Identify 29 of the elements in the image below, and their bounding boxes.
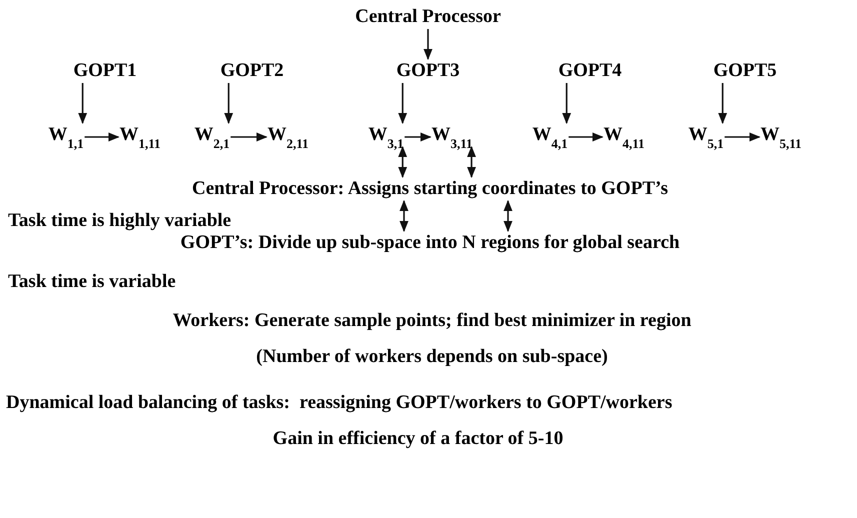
node-text: Central Processor: Assigns starting coordinates to GOPT’s [191,178,669,200]
note-text: Task time is variable [8,271,176,293]
note-text: Dynamical load balancing of tasks: reassigning GOPT/workers to GOPT/workers [6,392,672,414]
note-text: Task time is highly variable [8,210,232,232]
node-text: GOPT3 [395,60,461,82]
arrow [398,83,408,124]
node-text: GOPT4 [557,60,623,82]
arrow [568,132,604,142]
arrow [84,132,120,142]
node-text: GOPT5 [712,60,778,82]
arrow [424,29,432,60]
note-text: (Number of workers depends on sub-space) [256,346,608,368]
arrow [224,83,234,124]
arrow [718,83,728,124]
note-text: Gain in efficiency of a factor of 5-10 [272,428,564,450]
arrow [78,83,88,124]
arrow [400,200,408,232]
arrow [467,146,476,178]
node-text: GOPT2 [219,60,285,82]
arrow [404,132,432,142]
node-text: GOPT1 [72,60,138,82]
node-text: GOPT’s: Divide up sub-space into N regions for global search [179,232,681,254]
arrow [230,132,268,142]
node-text: Central Processor [354,6,502,28]
arrow [398,146,408,178]
arrow [724,132,761,142]
note-text: Workers: Generate sample points; find best minimizer in region [172,310,692,332]
arrow [504,200,512,232]
arrow [562,83,572,124]
